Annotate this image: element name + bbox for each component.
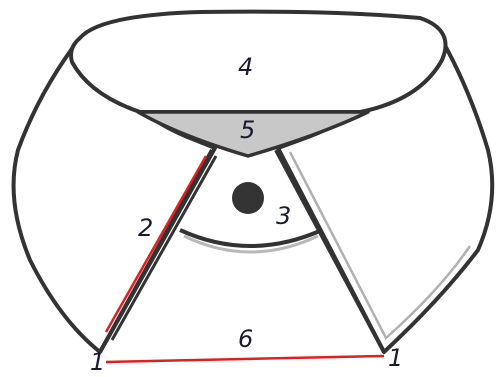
front-edge-left-inner: [110, 155, 218, 341]
label-point-spread: 6: [238, 325, 253, 353]
front-edge-left: [98, 149, 214, 353]
collar-leaf-right-inner-edge: [288, 151, 472, 341]
label-collar-point-left: 1: [90, 348, 105, 376]
button-circle: [232, 182, 264, 214]
front-edge-highlight: [104, 155, 208, 333]
label-neckband: 4: [238, 53, 253, 81]
band-front: [136, 110, 370, 158]
label-button: 3: [276, 202, 291, 230]
neck-opening-band-shadow: [183, 234, 319, 254]
label-band-front: 5: [240, 116, 255, 144]
neckband: [69, 9, 448, 114]
neck-opening-band: [179, 228, 323, 248]
label-front-edge: 2: [138, 214, 153, 242]
front-edge-right: [274, 149, 386, 353]
point-spread-line: [105, 354, 385, 364]
label-collar-point-right: 1: [388, 344, 403, 372]
